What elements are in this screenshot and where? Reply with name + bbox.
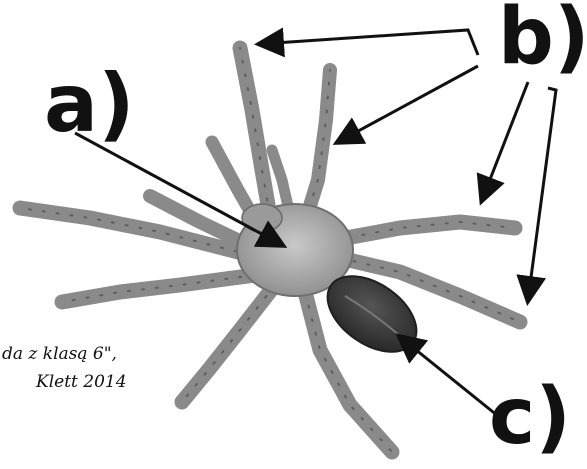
source-caption-line1: da z klasą 6", — [2, 344, 117, 364]
arrow-c — [400, 337, 498, 416]
label-b: b) — [498, 0, 587, 76]
arrow-b-leg-2 — [338, 66, 478, 142]
leg-front-right — [305, 70, 330, 222]
arrow-b-leg-1 — [260, 30, 478, 55]
arrow-b-leg-3 — [482, 82, 528, 200]
label-c: c) — [489, 378, 571, 456]
label-a: a) — [44, 64, 135, 144]
source-caption-line2: Klett 2014 — [36, 372, 127, 392]
arrow-b-leg-4 — [528, 88, 556, 300]
